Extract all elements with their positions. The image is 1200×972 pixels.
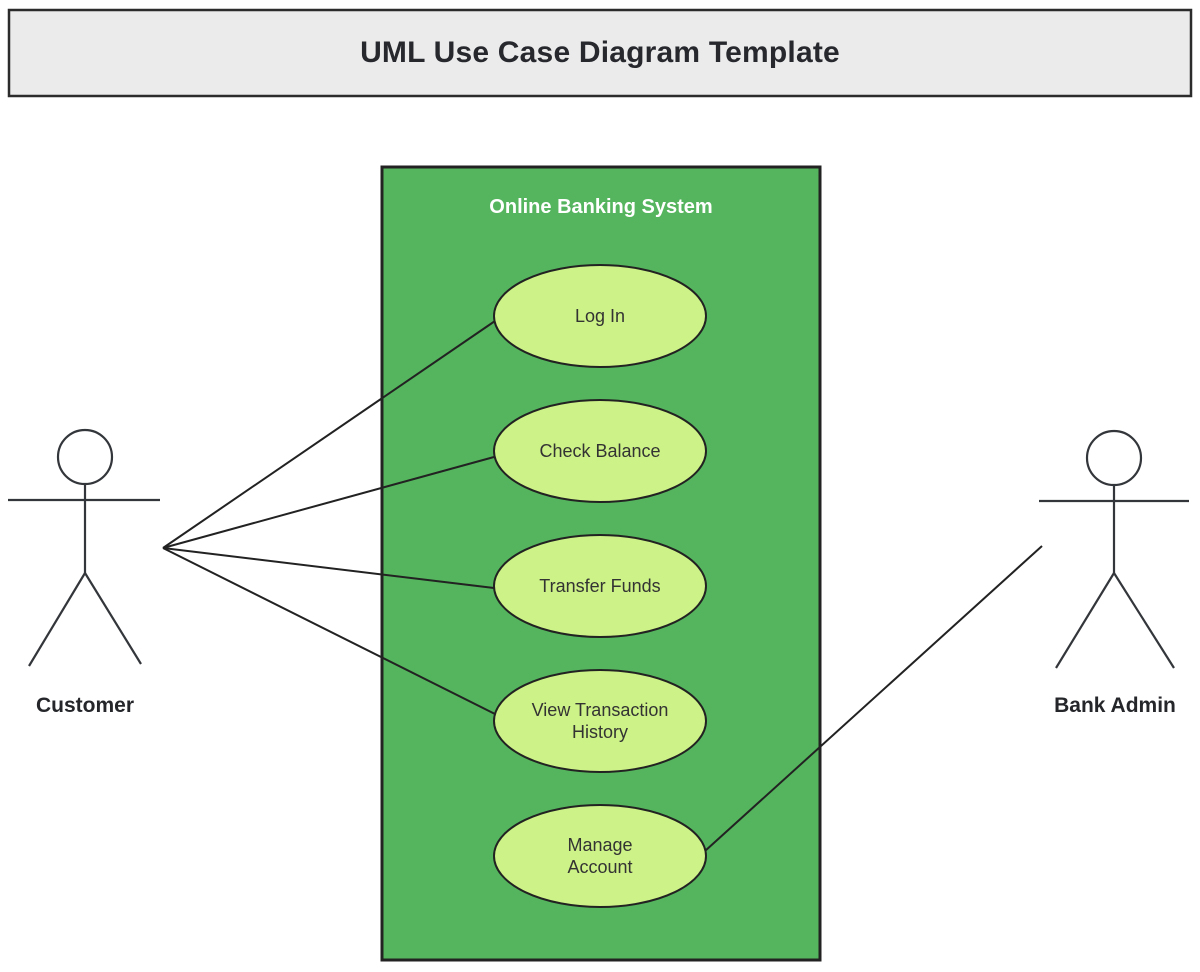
actor-customer-head xyxy=(56,428,114,486)
actor-bank-admin-head xyxy=(1085,429,1143,487)
actor-customer-right-leg xyxy=(84,572,142,665)
association-customer-view-transaction-history xyxy=(162,547,502,718)
association-customer-transfer-funds xyxy=(162,547,495,589)
actor-bank-admin-left-leg xyxy=(1055,572,1115,669)
use-case-ellipse-check-balance xyxy=(493,399,707,503)
actor-bank-admin-right-leg xyxy=(1113,572,1175,669)
use-case-ellipses xyxy=(493,264,707,908)
actor-bank-admin-figure xyxy=(1039,429,1189,669)
association-customer-check-balance xyxy=(162,456,495,549)
association-customer-log-in xyxy=(162,320,496,549)
title-banner-box xyxy=(7,8,1193,98)
actor-customer-left-leg xyxy=(28,572,86,667)
associations xyxy=(162,320,1043,852)
use-case-ellipse-manage-account xyxy=(493,804,707,908)
association-bank-admin-manage-account xyxy=(704,545,1043,852)
use-case-ellipse-transfer-funds xyxy=(493,534,707,638)
actor-customer-figure xyxy=(8,428,160,667)
use-case-ellipse-view-transaction-history xyxy=(493,669,707,773)
use-case-ellipse-log-in xyxy=(493,264,707,368)
